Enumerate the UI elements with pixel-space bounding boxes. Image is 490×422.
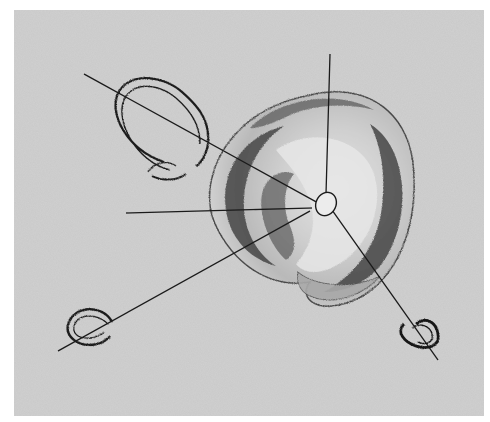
illustration-canvas — [14, 10, 484, 416]
illustration-plate — [14, 10, 484, 416]
